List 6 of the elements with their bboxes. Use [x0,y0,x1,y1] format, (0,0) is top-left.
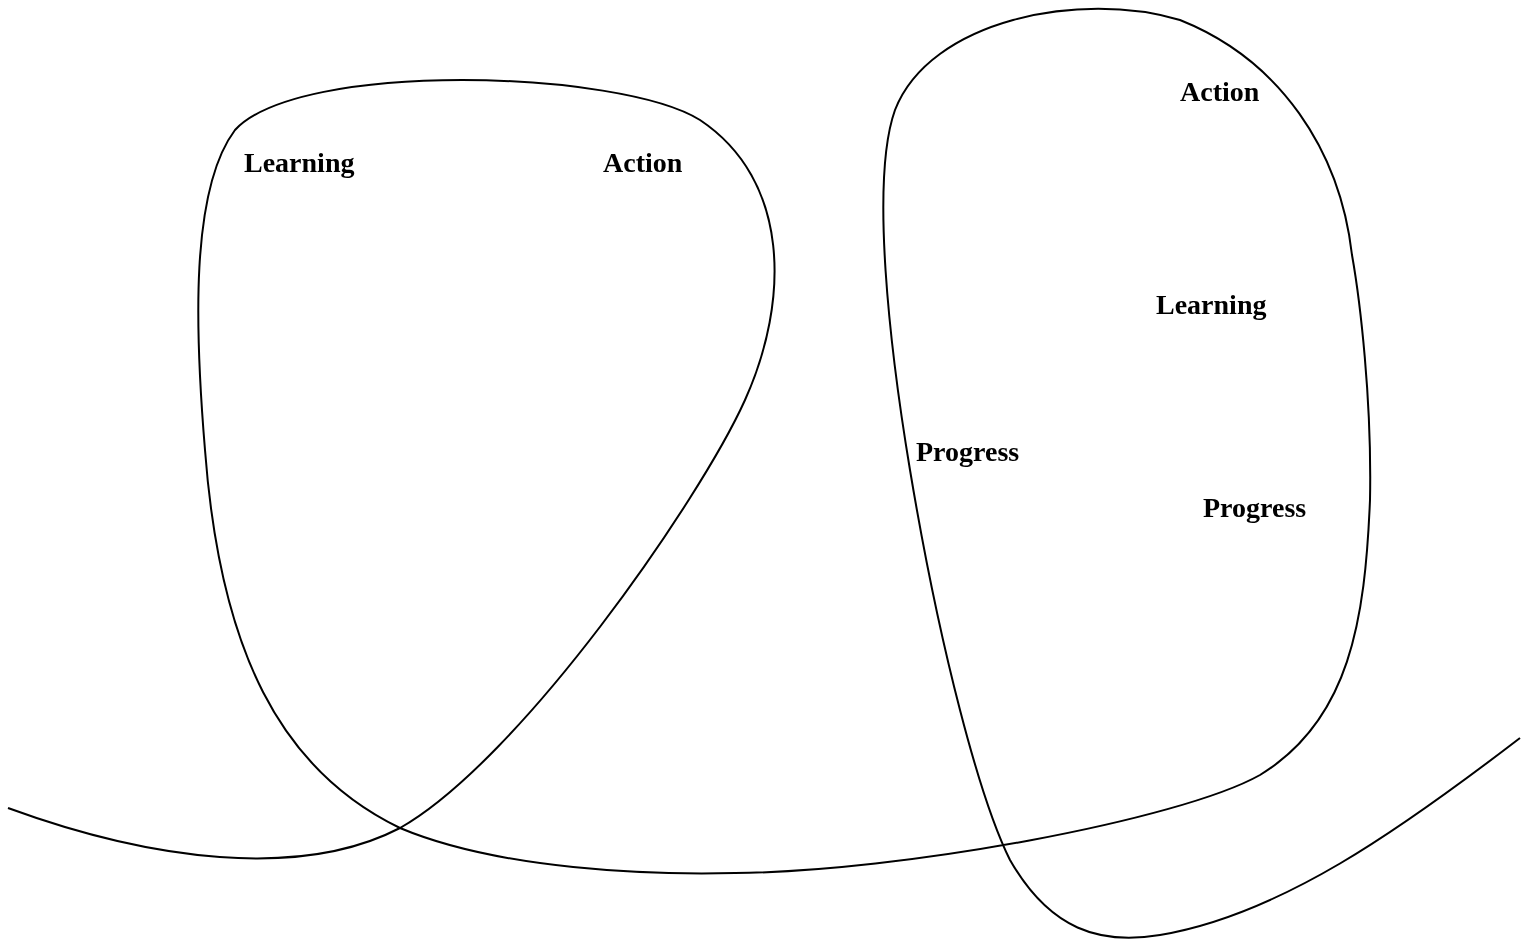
curve-label: Progress [916,438,1020,466]
curve-label: Action [1180,78,1260,106]
curve-label: Action [603,149,683,177]
curve-label: Learning [244,149,355,177]
curve-label: Learning [1156,291,1267,319]
curve-label: Progress [1203,494,1307,522]
